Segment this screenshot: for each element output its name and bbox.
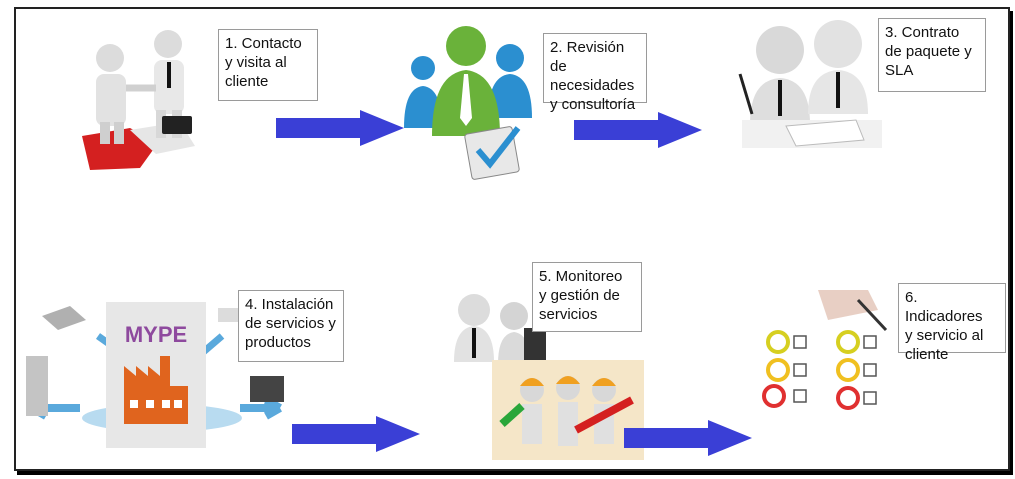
step-3-label: 3. Contrato de paquete y SLA bbox=[878, 18, 986, 92]
arrow-2-to-3 bbox=[574, 112, 702, 148]
network-installation-illustration: MYPE bbox=[26, 302, 284, 448]
workers-tools-illustration bbox=[492, 360, 644, 460]
step-5-label: 5. Monitoreo y gestión de servicios bbox=[532, 262, 642, 332]
arrow-4-to-5 bbox=[292, 416, 420, 452]
monitoring-illustration bbox=[454, 294, 546, 364]
satisfaction-survey-illustration bbox=[762, 290, 888, 410]
handshake-illustration bbox=[82, 30, 195, 170]
step-1-label: 1. Contacto y visita al cliente bbox=[218, 29, 318, 101]
arrow-5-to-6 bbox=[624, 420, 752, 456]
team-consulting-illustration bbox=[404, 26, 532, 180]
step-4-label: 4. Instalación de servicios y productos bbox=[238, 290, 344, 362]
step-2-label: 2. Revisión de necesidades y consultoría bbox=[543, 33, 647, 113]
mype-logo-text: MYPE bbox=[125, 322, 187, 347]
step-6-label: 6. Indicadores y servicio al cliente bbox=[898, 283, 1006, 363]
contract-signing-illustration bbox=[738, 20, 882, 148]
arrow-1-to-2 bbox=[276, 110, 404, 146]
